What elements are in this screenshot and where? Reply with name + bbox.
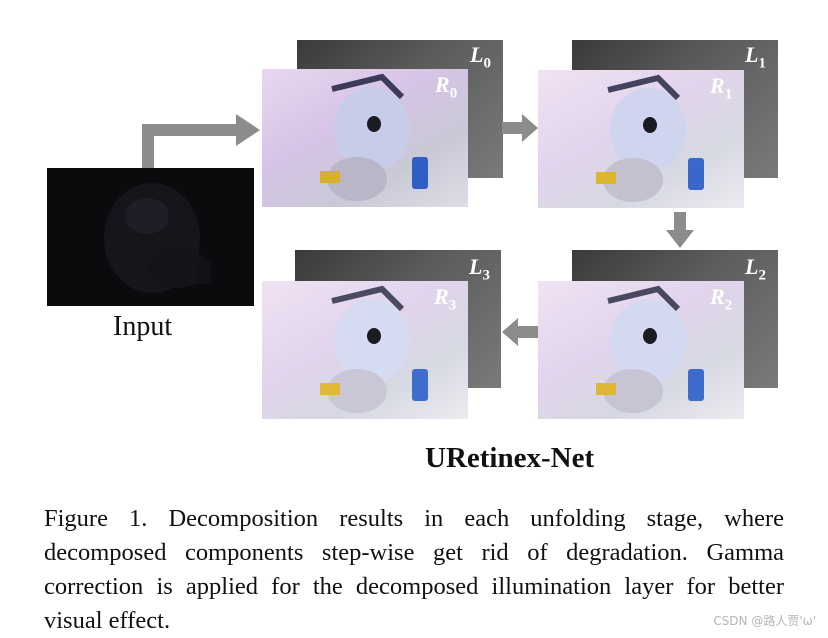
arrow-input-to-stage0	[142, 114, 260, 168]
reflectance-label-1: R1	[710, 73, 733, 103]
reflectance-panel-0	[262, 69, 468, 207]
input-label: Input	[113, 311, 173, 342]
reflectance-panel-3	[262, 281, 468, 419]
figure-caption: Figure 1. Decomposition results in each …	[44, 505, 784, 634]
arrow-stage0-to-stage1	[502, 114, 538, 142]
network-label: URetinex-Net	[425, 442, 595, 474]
watermark: CSDN @路人贾'ω'	[713, 614, 816, 628]
reflectance-panel-2	[538, 281, 744, 419]
arrow-stage1-to-stage2	[666, 212, 694, 248]
illumination-label-3: L3	[469, 254, 490, 284]
reflectance-label-0: R0	[435, 72, 458, 102]
reflectance-panel-1	[538, 70, 744, 208]
reflectance-label-2: R2	[710, 284, 733, 314]
reflectance-label-3: R3	[434, 284, 457, 314]
arrow-stage2-to-stage3	[502, 318, 538, 346]
illumination-label-2: L2	[745, 254, 766, 284]
illumination-label-0: L0	[470, 42, 491, 72]
illumination-label-1: L1	[745, 42, 766, 72]
input-image	[47, 168, 254, 306]
